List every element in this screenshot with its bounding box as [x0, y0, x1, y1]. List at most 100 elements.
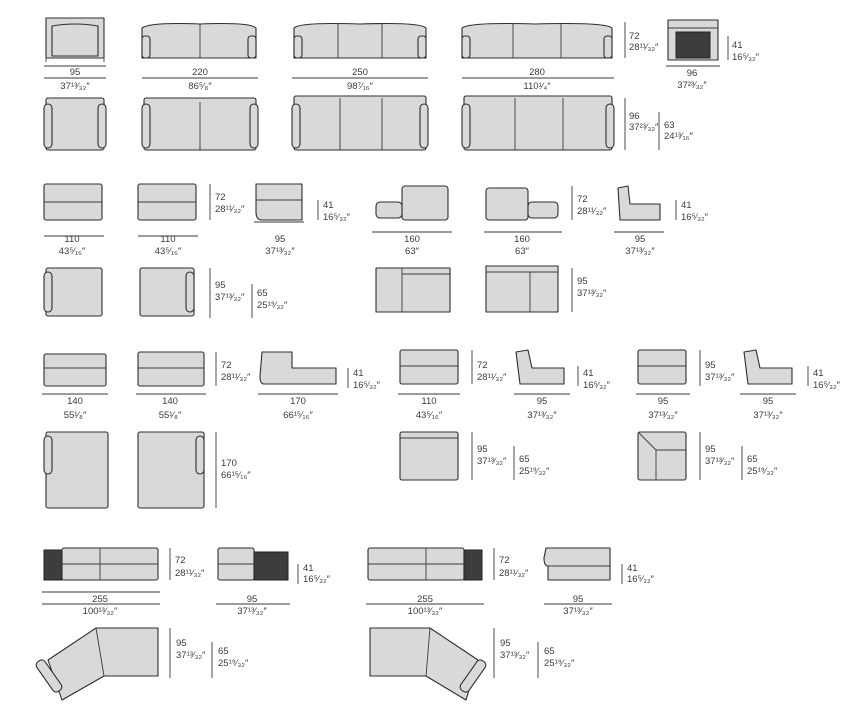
- h-r2-72b-in: 28¹¹⁄₃₂″: [577, 206, 607, 217]
- dim-r3-2-cm: 140: [162, 396, 178, 407]
- dim-r4-3-in: 100¹³⁄₃₂″: [408, 606, 443, 617]
- dim-r2-2-cm: 110: [160, 234, 175, 245]
- table-96-front-drawing: [667, 19, 719, 61]
- dim-r4-2-cm: 95: [247, 594, 258, 605]
- h-r3-72b-cm: 72: [477, 360, 488, 371]
- sofa-280-top: [461, 95, 615, 151]
- h-r4-72a-in: 28¹¹⁄₃₂″: [175, 568, 205, 579]
- h-r2t-95-in: 37¹³⁄₃₂″: [215, 292, 245, 303]
- dim-r1-1-in: 37¹³⁄₃₂″: [60, 81, 90, 92]
- h-r3t-95b-in: 37¹³⁄₃₂″: [705, 456, 735, 467]
- h-r2t-65-cm: 65: [257, 288, 268, 299]
- sofa-250-front-drawing: [293, 22, 427, 59]
- h-r3t-170-in: 66¹⁵⁄₁₆″: [221, 470, 251, 481]
- corner-95-front: [637, 349, 687, 385]
- h-r1-41-in: 16⁵⁄₃₂″: [732, 52, 760, 63]
- sofa-140-left-top: [43, 431, 109, 509]
- dim-r2-6-in: 37¹³⁄₃₂″: [625, 246, 655, 257]
- h-r4t-95a-cm: 95: [176, 638, 187, 649]
- corner-sofa-255-left-top: [35, 627, 159, 701]
- h-r2-41a-cm: 41: [323, 200, 334, 211]
- corner-sofa-255-right-front: [367, 547, 483, 581]
- dim-r1-5-in: 37²³⁄₃₂″: [677, 80, 707, 91]
- corner-sofa-255-left-front: [43, 547, 159, 581]
- h-r4-41a-cm: 41: [303, 563, 314, 574]
- h-r1t-96-in: 37²³⁄₃₂″: [629, 122, 659, 133]
- dim-r1-5-cm: 96: [687, 68, 698, 79]
- h-r1t-63-cm: 63: [664, 120, 675, 131]
- corner-95-top: [637, 431, 687, 481]
- sofa-140-right-top: [137, 431, 205, 509]
- h-r2t-95b-cm: 95: [577, 276, 588, 287]
- h-r3t-170-cm: 170: [221, 458, 237, 469]
- dim-r3-3-in: 66¹⁵⁄₁₆″: [283, 410, 313, 421]
- sofa-250-top: [291, 95, 429, 151]
- chaise-160-b-front: [485, 187, 559, 221]
- h-r3t-95b-cm: 95: [705, 444, 716, 455]
- dim-r1-3-in: 98⁷⁄₁₆″: [347, 81, 374, 92]
- h-r2-41b-in: 16⁵⁄₃₂″: [681, 212, 709, 223]
- h-r1t-96-cm: 96: [629, 111, 640, 122]
- h-r4-72b-in: 28¹¹⁄₃₂″: [499, 568, 529, 579]
- sofa-220-top: [141, 97, 259, 151]
- h-r3-72a-in: 28¹¹⁄₃₂″: [221, 372, 251, 383]
- sofa-220-front-drawing: [141, 22, 257, 59]
- corner-110-right-top: [139, 267, 195, 317]
- dim-r4-1-in: 100¹³⁄₃₂″: [83, 606, 118, 617]
- h-r3-72b-in: 28¹¹⁄₃₂″: [477, 372, 507, 383]
- h-r2t-95b-in: 37¹³⁄₃₂″: [577, 288, 607, 299]
- h-r3-41a-cm: 41: [353, 368, 364, 379]
- dim-r1-1-cm: 95: [70, 67, 81, 78]
- h-r3-41b-in: 16⁵⁄₃₂″: [583, 380, 611, 391]
- h-r4-41b-cm: 41: [627, 563, 638, 574]
- h-r3-41a-in: 16⁵⁄₃₂″: [353, 380, 381, 391]
- h-r1-72-in: 28¹¹⁄₃₂″: [629, 42, 659, 53]
- h-r3t-65b-cm: 65: [747, 454, 758, 465]
- h-r3t-65a-in: 25¹⁹⁄₃₂″: [519, 466, 550, 477]
- h-r1-72-cm: 72: [629, 31, 640, 42]
- dim-r2-6-cm: 95: [635, 234, 646, 245]
- dim-r2-4-cm: 160: [404, 234, 420, 245]
- sofa-140-left-front: [43, 353, 107, 387]
- dim-r1-4-cm: 280: [529, 67, 545, 78]
- sofa-280-front-drawing: [461, 22, 613, 59]
- dim-r4-2-in: 37¹³⁄₃₂″: [237, 606, 267, 617]
- sofa-140-right-front: [137, 351, 205, 387]
- dim-r2-4-in: 63″: [405, 246, 420, 257]
- h-r4t-65b-cm: 65: [544, 646, 555, 657]
- dim-r3-3-cm: 170: [290, 396, 306, 407]
- dim-r2-1-cm: 110: [64, 234, 79, 245]
- h-r3t-65a-cm: 65: [519, 454, 530, 465]
- h-r4t-95a-in: 37¹³⁄₃₂″: [176, 650, 206, 661]
- h-r2t-65-in: 25¹⁹⁄₃₂″: [257, 300, 288, 311]
- dim-r2-5-cm: 160: [514, 234, 530, 245]
- chaise-160-a-top: [375, 267, 451, 313]
- h-r3-72a-cm: 72: [221, 360, 232, 371]
- h-r1-41-cm: 41: [732, 40, 743, 51]
- chaise-160-a-front: [375, 185, 449, 221]
- h-r2-41a-in: 16⁵⁄₃₂″: [323, 212, 351, 223]
- h-r3t-65b-in: 25¹⁹⁄₃₂″: [747, 466, 778, 477]
- dim-r3-4-cm: 110: [421, 396, 436, 407]
- dim-r4-1-cm: 255: [92, 594, 108, 605]
- h-r4-72a-cm: 72: [175, 555, 186, 566]
- dim-r3-1-cm: 140: [67, 396, 83, 407]
- h-r2-72a-in: 28¹¹⁄₃₂″: [215, 204, 245, 215]
- h-r4-72b-cm: 72: [499, 555, 510, 566]
- dim-r2-3-cm: 95: [275, 234, 286, 245]
- dim-r2-3-in: 37¹³⁄₃₂″: [265, 246, 295, 257]
- h-r4t-95b-cm: 95: [500, 638, 511, 649]
- dim-r4-4-cm: 95: [573, 594, 584, 605]
- chaise-160-b-top: [485, 265, 559, 313]
- dim-r3-6-in: 37¹³⁄₃₂″: [648, 410, 678, 421]
- chair-95-left-front: [255, 183, 303, 221]
- h-r3t-95a-cm: 95: [477, 444, 488, 455]
- corner-110-left-front: [43, 183, 103, 221]
- pouf-95-front: [617, 185, 661, 221]
- corner-module-95-b-front: [543, 547, 611, 581]
- dim-r3-4-in: 43⁵⁄₁₆″: [416, 410, 443, 421]
- row1-width-dims: [44, 65, 720, 79]
- h-r2-41b-cm: 41: [681, 200, 692, 211]
- module-110-top: [399, 431, 459, 481]
